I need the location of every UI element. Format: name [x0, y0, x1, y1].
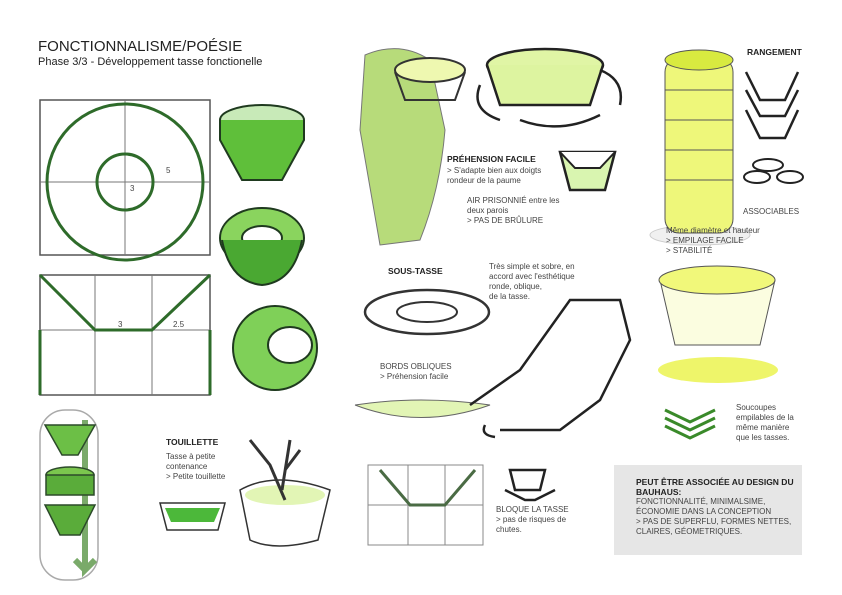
prehension-title: PRÉHENSION FACILE: [447, 154, 536, 164]
touillette-title: TOUILLETTE: [166, 437, 219, 447]
yellow-cup-with-saucer: [658, 265, 778, 383]
note-line: Très simple et sobre, en: [489, 262, 575, 271]
stacked-cups-sketch: [649, 49, 751, 246]
bauhaus-panel: PEUT ÊTRE ASSOCIÉE AU DESIGN DU BAUHAUS:…: [614, 465, 802, 555]
cup-in-hands-sketch: [476, 47, 623, 128]
note-line: > PAS DE SUPERFLU, FORMES NETTES,: [636, 517, 792, 526]
note-line: BLOQUE LA TASSE: [496, 505, 569, 514]
note-line: Tasse à petite: [166, 452, 216, 461]
bloque-note: BLOQUE LA TASSE > pas de risques de chut…: [496, 505, 569, 535]
touillette-sketches: [159, 439, 331, 547]
note-line: ÉCONOMIE DANS LA CONCEPTION: [636, 507, 772, 516]
note-line: rondeur de la paume: [447, 176, 521, 185]
note-line: > pas de risques de: [496, 515, 567, 524]
green-cup-sketches: [219, 104, 318, 391]
soucoupes-note: Soucoupes empilables de la même manière …: [736, 403, 794, 443]
note-line: Soucoupes: [736, 403, 777, 412]
sous-tasse-note: Très simple et sobre, en accord avec l'e…: [489, 262, 575, 302]
cup-holder-drawing: [367, 464, 556, 546]
stacked-saucers: [664, 408, 716, 440]
note-line: BORDS OBLIQUES: [380, 362, 452, 371]
note-line: que les tasses.: [736, 433, 790, 442]
cup-top-view-drawing: [39, 99, 211, 262]
saucer-sketch: [354, 288, 491, 418]
touillette-note: Tasse à petite contenance > Petite touil…: [166, 452, 225, 482]
dimension-label: 2.5: [173, 320, 185, 329]
note-line: empilables de la: [736, 413, 794, 422]
note-line: chutes.: [496, 525, 522, 534]
page-title: FONCTIONNALISME/POÉSIE: [38, 38, 243, 55]
hand-holding-cup-sketch: [359, 48, 466, 246]
note-line: de la tasse.: [489, 292, 530, 301]
stacking-cups-sketch: [39, 409, 99, 581]
note-line: FONCTIONNALITÉ, MINIMALSIME,: [636, 497, 766, 506]
note-line: même manière: [736, 423, 790, 432]
note-line: AIR PRISONNIÉ entre les: [467, 196, 560, 205]
note-line: CLAIRES, GÉOMETRIQUES.: [636, 527, 743, 536]
sous-tasse-title: SOUS-TASSE: [388, 266, 443, 276]
note-line: > Petite touillette: [166, 472, 226, 481]
note-line: deux parois: [467, 206, 509, 215]
cup-side-view-drawing: [38, 273, 212, 396]
panel-title: BAUHAUS:: [636, 487, 682, 497]
page-subtitle: Phase 3/3 - Développement tasse fonction…: [38, 56, 263, 68]
note-line: > EMPILAGE FACILE: [666, 236, 744, 245]
note-line: ronde, oblique,: [489, 282, 542, 291]
note-line: > Préhension facile: [380, 372, 449, 381]
associables-label: ASSOCIABLES: [743, 207, 800, 216]
dimension-label: 5: [166, 166, 171, 175]
note-line: > STABILITÉ: [666, 246, 713, 255]
cup-section-icon: [558, 150, 617, 192]
air-note: AIR PRISONNIÉ entre les deux parois > PA…: [467, 196, 559, 226]
dimension-label: 3: [118, 320, 123, 329]
dimension-label: 3: [130, 184, 135, 193]
note-line: contenance: [166, 462, 208, 471]
rangement-title: RANGEMENT: [747, 47, 802, 57]
panel-title: PEUT ÊTRE ASSOCIÉE AU DESIGN DU: [636, 477, 794, 487]
note-line: > PAS DE BRÛLURE: [467, 216, 544, 225]
note-line: Même diamètre et hauteur: [666, 226, 760, 235]
note-line: accord avec l'esthétique: [489, 272, 575, 281]
bords-note: BORDS OBLIQUES > Préhension facile: [380, 362, 452, 382]
rangement-note: Même diamètre et hauteur > EMPILAGE FACI…: [666, 226, 760, 256]
note-line: > S'adapte bien aux doigts: [447, 166, 542, 175]
associable-cups: [743, 158, 804, 184]
prehension-note: > S'adapte bien aux doigts rondeur de la…: [447, 166, 541, 186]
hand-pointing-sketch: [469, 298, 632, 439]
stacked-cup-sections: [744, 71, 800, 140]
